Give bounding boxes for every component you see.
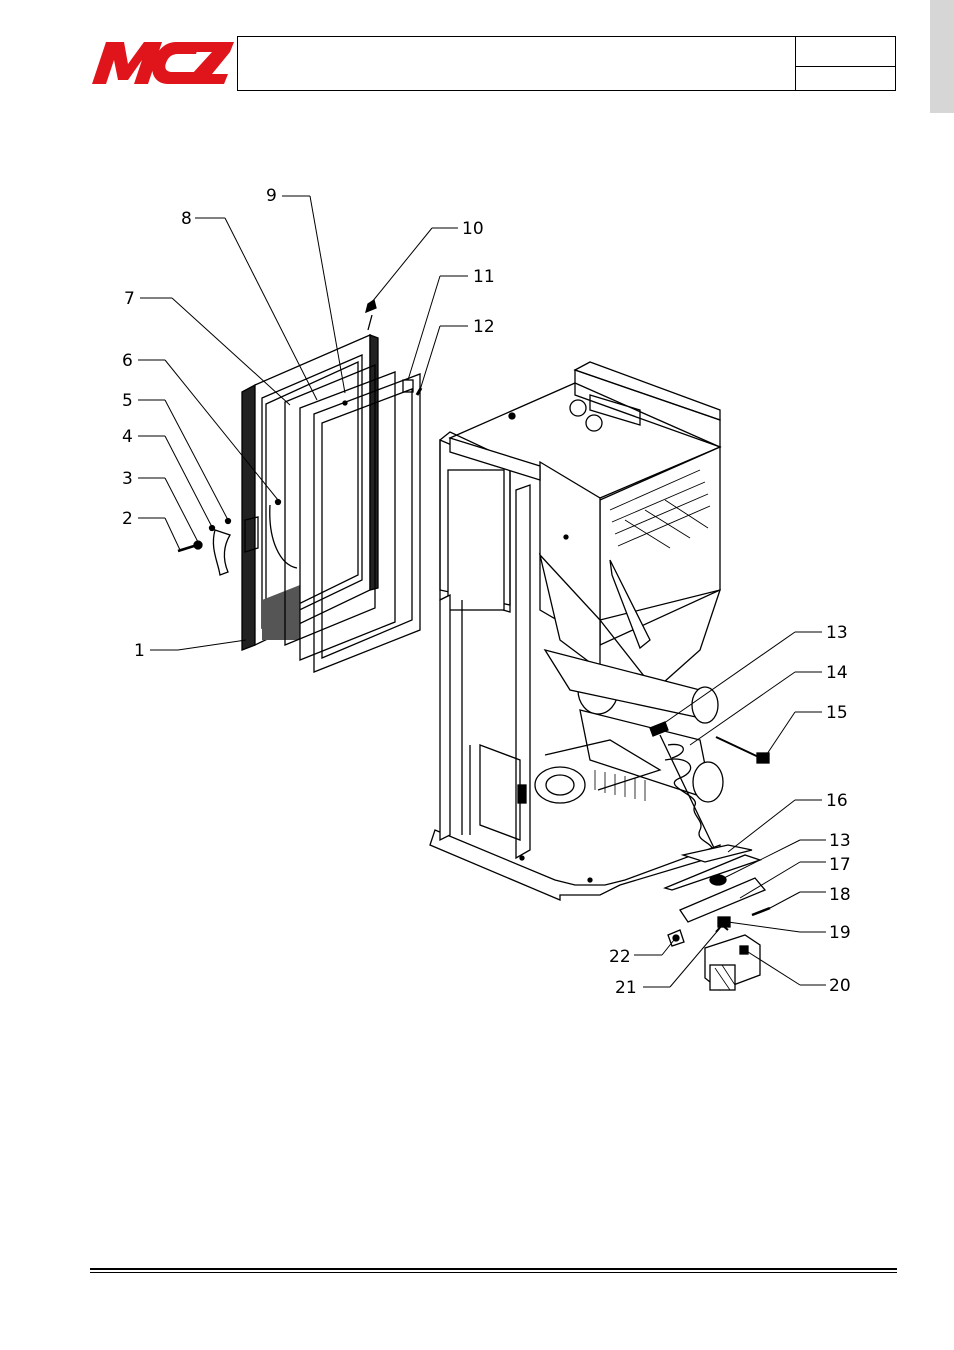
- footer-rule-bottom: [90, 1272, 897, 1273]
- part-label-17: 17: [829, 855, 851, 875]
- section-tab: [930, 0, 954, 113]
- part-numbers: 9 8 10 11 7 12 6 5 4 3 2 1 13 14 15 16 1…: [122, 186, 851, 998]
- part-label-14: 14: [826, 663, 848, 683]
- part-label-15: 15: [826, 703, 848, 723]
- part-label-19: 19: [829, 923, 851, 943]
- footer-rule-top: [90, 1268, 897, 1270]
- part-label-21: 21: [615, 978, 637, 998]
- part-label-6: 6: [122, 351, 133, 371]
- part-label-20: 20: [829, 976, 851, 996]
- part-label-16: 16: [826, 791, 848, 811]
- part-label-4: 4: [122, 427, 133, 447]
- part-label-8: 8: [181, 209, 192, 229]
- part-label-2: 2: [122, 509, 133, 529]
- part-label-12: 12: [473, 317, 495, 337]
- auger-motor-assembly: [649, 721, 771, 991]
- leader-lines: [138, 195, 826, 988]
- part-label-13b: 13: [829, 831, 851, 851]
- part-label-10: 10: [462, 219, 484, 239]
- part-label-1: 1: [134, 641, 145, 661]
- mcz-logo: [92, 42, 234, 84]
- part-label-18: 18: [829, 885, 851, 905]
- part-label-11: 11: [473, 267, 495, 287]
- title-block: [237, 36, 896, 91]
- part-label-7: 7: [124, 289, 135, 309]
- code-divider: [795, 66, 896, 67]
- title-divider: [795, 37, 796, 90]
- part-label-22: 22: [609, 947, 631, 967]
- part-label-5: 5: [122, 391, 133, 411]
- stove-body: [429, 361, 724, 901]
- part-label-13: 13: [826, 623, 848, 643]
- part-label-9: 9: [266, 186, 277, 206]
- door-assembly: [177, 298, 423, 673]
- part-label-3: 3: [122, 469, 133, 489]
